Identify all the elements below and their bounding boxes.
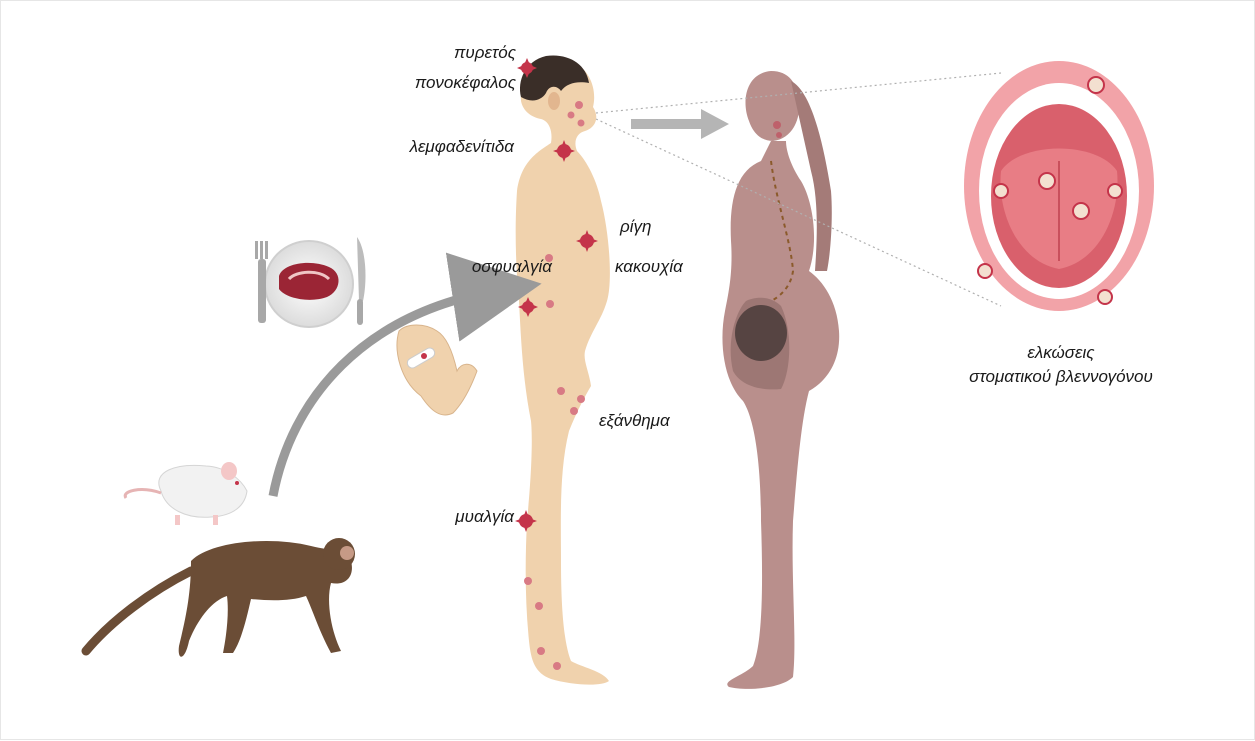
headache-label: πονοκέφαλος [415, 73, 516, 93]
rash-label: εξάνθημα [599, 411, 670, 431]
myalgia-label: μυαλγία [455, 507, 514, 527]
lymphadenitis-label: λεμφαδενίτιδα [410, 137, 514, 157]
malaise-label: κακουχία [615, 257, 683, 277]
chills-label: ρίγη [620, 217, 651, 237]
monkey-icon [86, 538, 355, 657]
back-pain-label: οσφυαλγία [472, 257, 552, 277]
meat-plate-icon [265, 241, 353, 327]
fetus-shape [735, 305, 787, 361]
hand-bite-icon [397, 325, 477, 415]
fever-label: πυρετός [454, 43, 516, 63]
ulcers-label-line1: ελκώσεις [941, 343, 1181, 363]
pregnant-woman-figure [722, 71, 839, 689]
knife-icon [357, 237, 365, 325]
ulcers-label-line2: στοματικού βλεννογόνου [941, 367, 1181, 387]
mouse-icon [125, 462, 247, 525]
mouth-ulcers-figure [964, 61, 1154, 311]
human-to-human-arrow [631, 109, 729, 139]
